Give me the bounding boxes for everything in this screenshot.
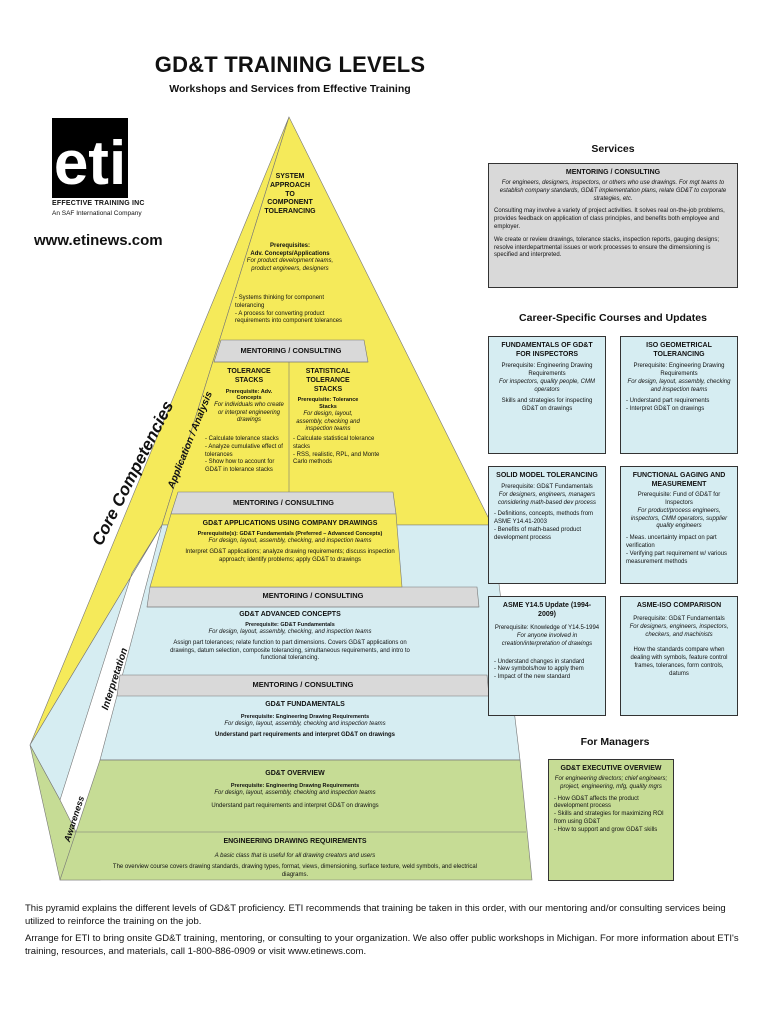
tolerance-stacks: TOLERANCE STACKS Prerequisite: Adv. Conc… [214, 368, 284, 424]
edr-level: ENGINEERING DRAWING REQUIREMENTS A basic… [112, 838, 478, 878]
tolerance-stacks-bullets: - Calculate tolerance stacks - Analyze c… [205, 436, 283, 474]
footer-paragraph-2: Arrange for ETI to bring onsite GD&T tra… [25, 933, 739, 957]
mentoring-bar-2: MENTORING / CONSULTING [233, 498, 334, 507]
course-iso: ISO GEOMETRICAL TOLERANCING Prerequisite… [620, 336, 738, 454]
training-pyramid [29, 116, 533, 881]
fundamentals-level: GD&T FUNDAMENTALS Prerequisite: Engineer… [214, 701, 396, 739]
overview-level: GD&T OVERVIEW Prerequisite: Engineering … [211, 770, 379, 810]
logo-tagline: An SAF International Company [52, 210, 142, 217]
executive-overview-box: GD&T EXECUTIVE OVERVIEW For engineering … [548, 759, 674, 881]
mentoring-bar-1: MENTORING / CONSULTING [240, 346, 342, 355]
course-functional-gaging: FUNCTIONAL GAGING AND MEASUREMENT Prereq… [620, 466, 738, 584]
services-box: MENTORING / CONSULTING For engineers, de… [488, 163, 738, 288]
services-heading: Services [591, 143, 635, 155]
top-level-bullets: - Systems thinking for component toleran… [235, 295, 343, 325]
course-asme-iso: ASME-ISO COMPARISON Prerequisite: GD&T F… [620, 596, 738, 716]
logo-company-name: EFFECTIVE TRAINING INC [52, 200, 145, 207]
top-level-prereq: Prerequisites: Adv. Concepts/Application… [246, 243, 334, 272]
course-inspectors: FUNDAMENTALS OF GD&T FOR INSPECTORS Prer… [488, 336, 606, 454]
applications-level: GD&T APPLICATIONS USING COMPANY DRAWINGS… [185, 520, 395, 563]
mentoring-bar-4: MENTORING / CONSULTING [252, 680, 354, 689]
footer-paragraph-1: This pyramid explains the different leve… [25, 903, 726, 927]
eti-logo: eti [52, 118, 128, 198]
advanced-concepts-level: GD&T ADVANCED CONCEPTS Prerequisite: GD&… [170, 611, 410, 662]
career-heading: Career-Specific Courses and Updates [519, 312, 707, 324]
course-solid-model: SOLID MODEL TOLERANCING Prerequisite: GD… [488, 466, 606, 584]
statistical-bullets: - Calculate statistical tolerance stacks… [293, 436, 380, 466]
course-asme-update: ASME Y14.5 Update (1994-2009) Prerequisi… [488, 596, 606, 716]
eti-logo-mark: eti [52, 118, 128, 198]
mentoring-bar-3: MENTORING / CONSULTING [262, 591, 364, 600]
page-subtitle: Workshops and Services from Effective Tr… [169, 83, 411, 95]
statistical-tolerance-stacks: STATISTICAL TOLERANCE STACKS Prerequisit… [296, 368, 360, 432]
page-title: GD&T TRAINING LEVELS [154, 52, 426, 77]
website-link[interactable]: www.etinews.com [34, 232, 163, 249]
logo-mark-text: eti [54, 129, 126, 198]
managers-heading: For Managers [580, 736, 650, 748]
